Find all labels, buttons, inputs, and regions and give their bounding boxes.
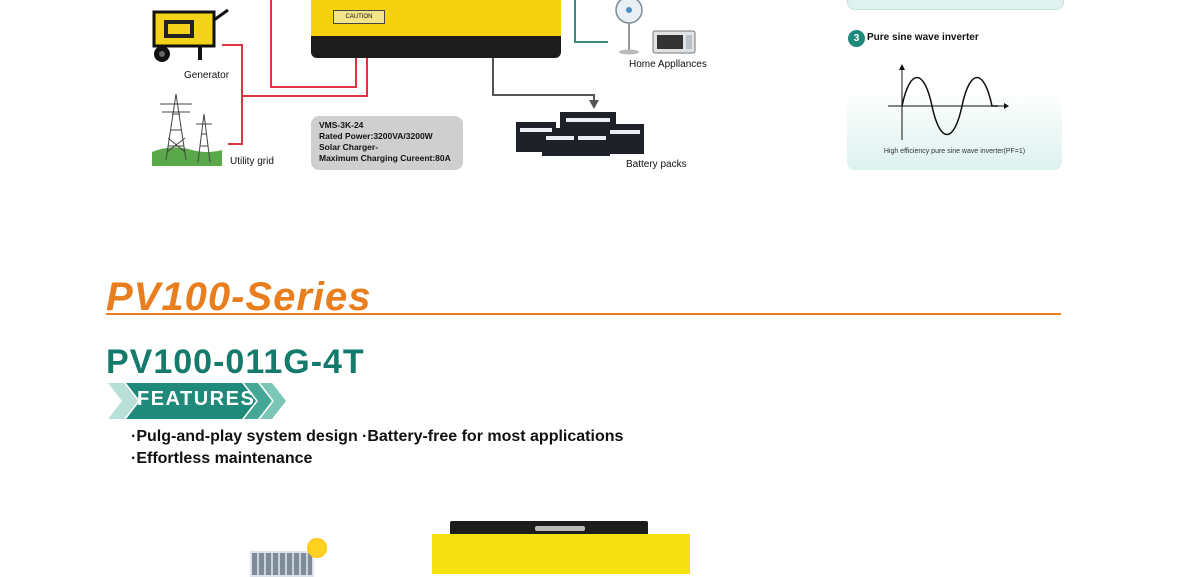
sine-panel-caption: High efficiency pure sine wave inverter(… — [883, 148, 1026, 155]
generator-label: Generator — [184, 70, 230, 81]
spec-rated-power: Rated Power:3200VA/3200W — [319, 131, 433, 141]
sine-panel-title: Pure sine wave inverter — [867, 32, 979, 43]
battery-packs-label: Battery packs — [626, 159, 687, 170]
generator-icon — [152, 8, 229, 62]
sine-panel — [847, 92, 1062, 170]
wire-main — [241, 95, 368, 97]
solar-panel-icon — [250, 551, 314, 577]
wire-left-bottom — [270, 86, 357, 88]
wire-generator — [241, 44, 243, 96]
wire-grid-stub — [228, 143, 243, 145]
wire-battery-down — [593, 94, 595, 102]
wire-appliances-h — [574, 41, 608, 43]
wire-up-1 — [366, 56, 368, 96]
wire-generator-stub — [222, 44, 243, 46]
series-title: PV100-Series — [106, 275, 372, 319]
arrow-down-icon — [589, 100, 599, 109]
utility-grid-label: Utility grid — [230, 156, 274, 167]
features-banner — [108, 383, 286, 419]
inverter-unit: CAUTION — [311, 0, 561, 58]
wire-left-top — [270, 0, 272, 87]
caution-label: CAUTION — [333, 10, 385, 24]
spec-box: VMS-3K-24 Rated Power:3200VA/3200W Solar… — [311, 116, 463, 170]
spec-solar-charger: Solar Charger- — [319, 142, 379, 152]
model-title: PV100-011G-4T — [106, 343, 365, 381]
wire-battery-v — [492, 58, 494, 96]
section-divider — [106, 313, 1061, 315]
feature-item: ·Battery-free for most applications — [362, 428, 624, 445]
wire-grid — [241, 96, 243, 144]
battery-packs-icon — [516, 112, 644, 156]
wire-up-2 — [355, 56, 357, 88]
sun-icon — [307, 538, 327, 558]
feature-item: ·Pulg-and-play system design — [131, 428, 358, 445]
home-appliances-label: Home Appllances — [629, 59, 707, 70]
feature-item: ·Effortless maintenance — [131, 450, 313, 467]
inverter-lid — [450, 521, 648, 537]
spec-max-charging: Maximum Charging Cureent:80A — [319, 153, 451, 163]
microwave-icon — [652, 30, 696, 54]
power-tower-icon — [152, 93, 222, 166]
sine-wave-graph — [888, 64, 1009, 140]
step-badge: 3 — [848, 30, 865, 47]
fan-icon — [615, 0, 643, 55]
features-label: FEATURES — [137, 388, 256, 410]
panel-top-edge — [847, 0, 1064, 10]
wire-battery-h — [492, 94, 594, 96]
inverter-unit-bottom — [432, 534, 690, 574]
spec-model: VMS-3K-24 — [319, 120, 364, 130]
wire-appliances-v — [574, 0, 576, 42]
